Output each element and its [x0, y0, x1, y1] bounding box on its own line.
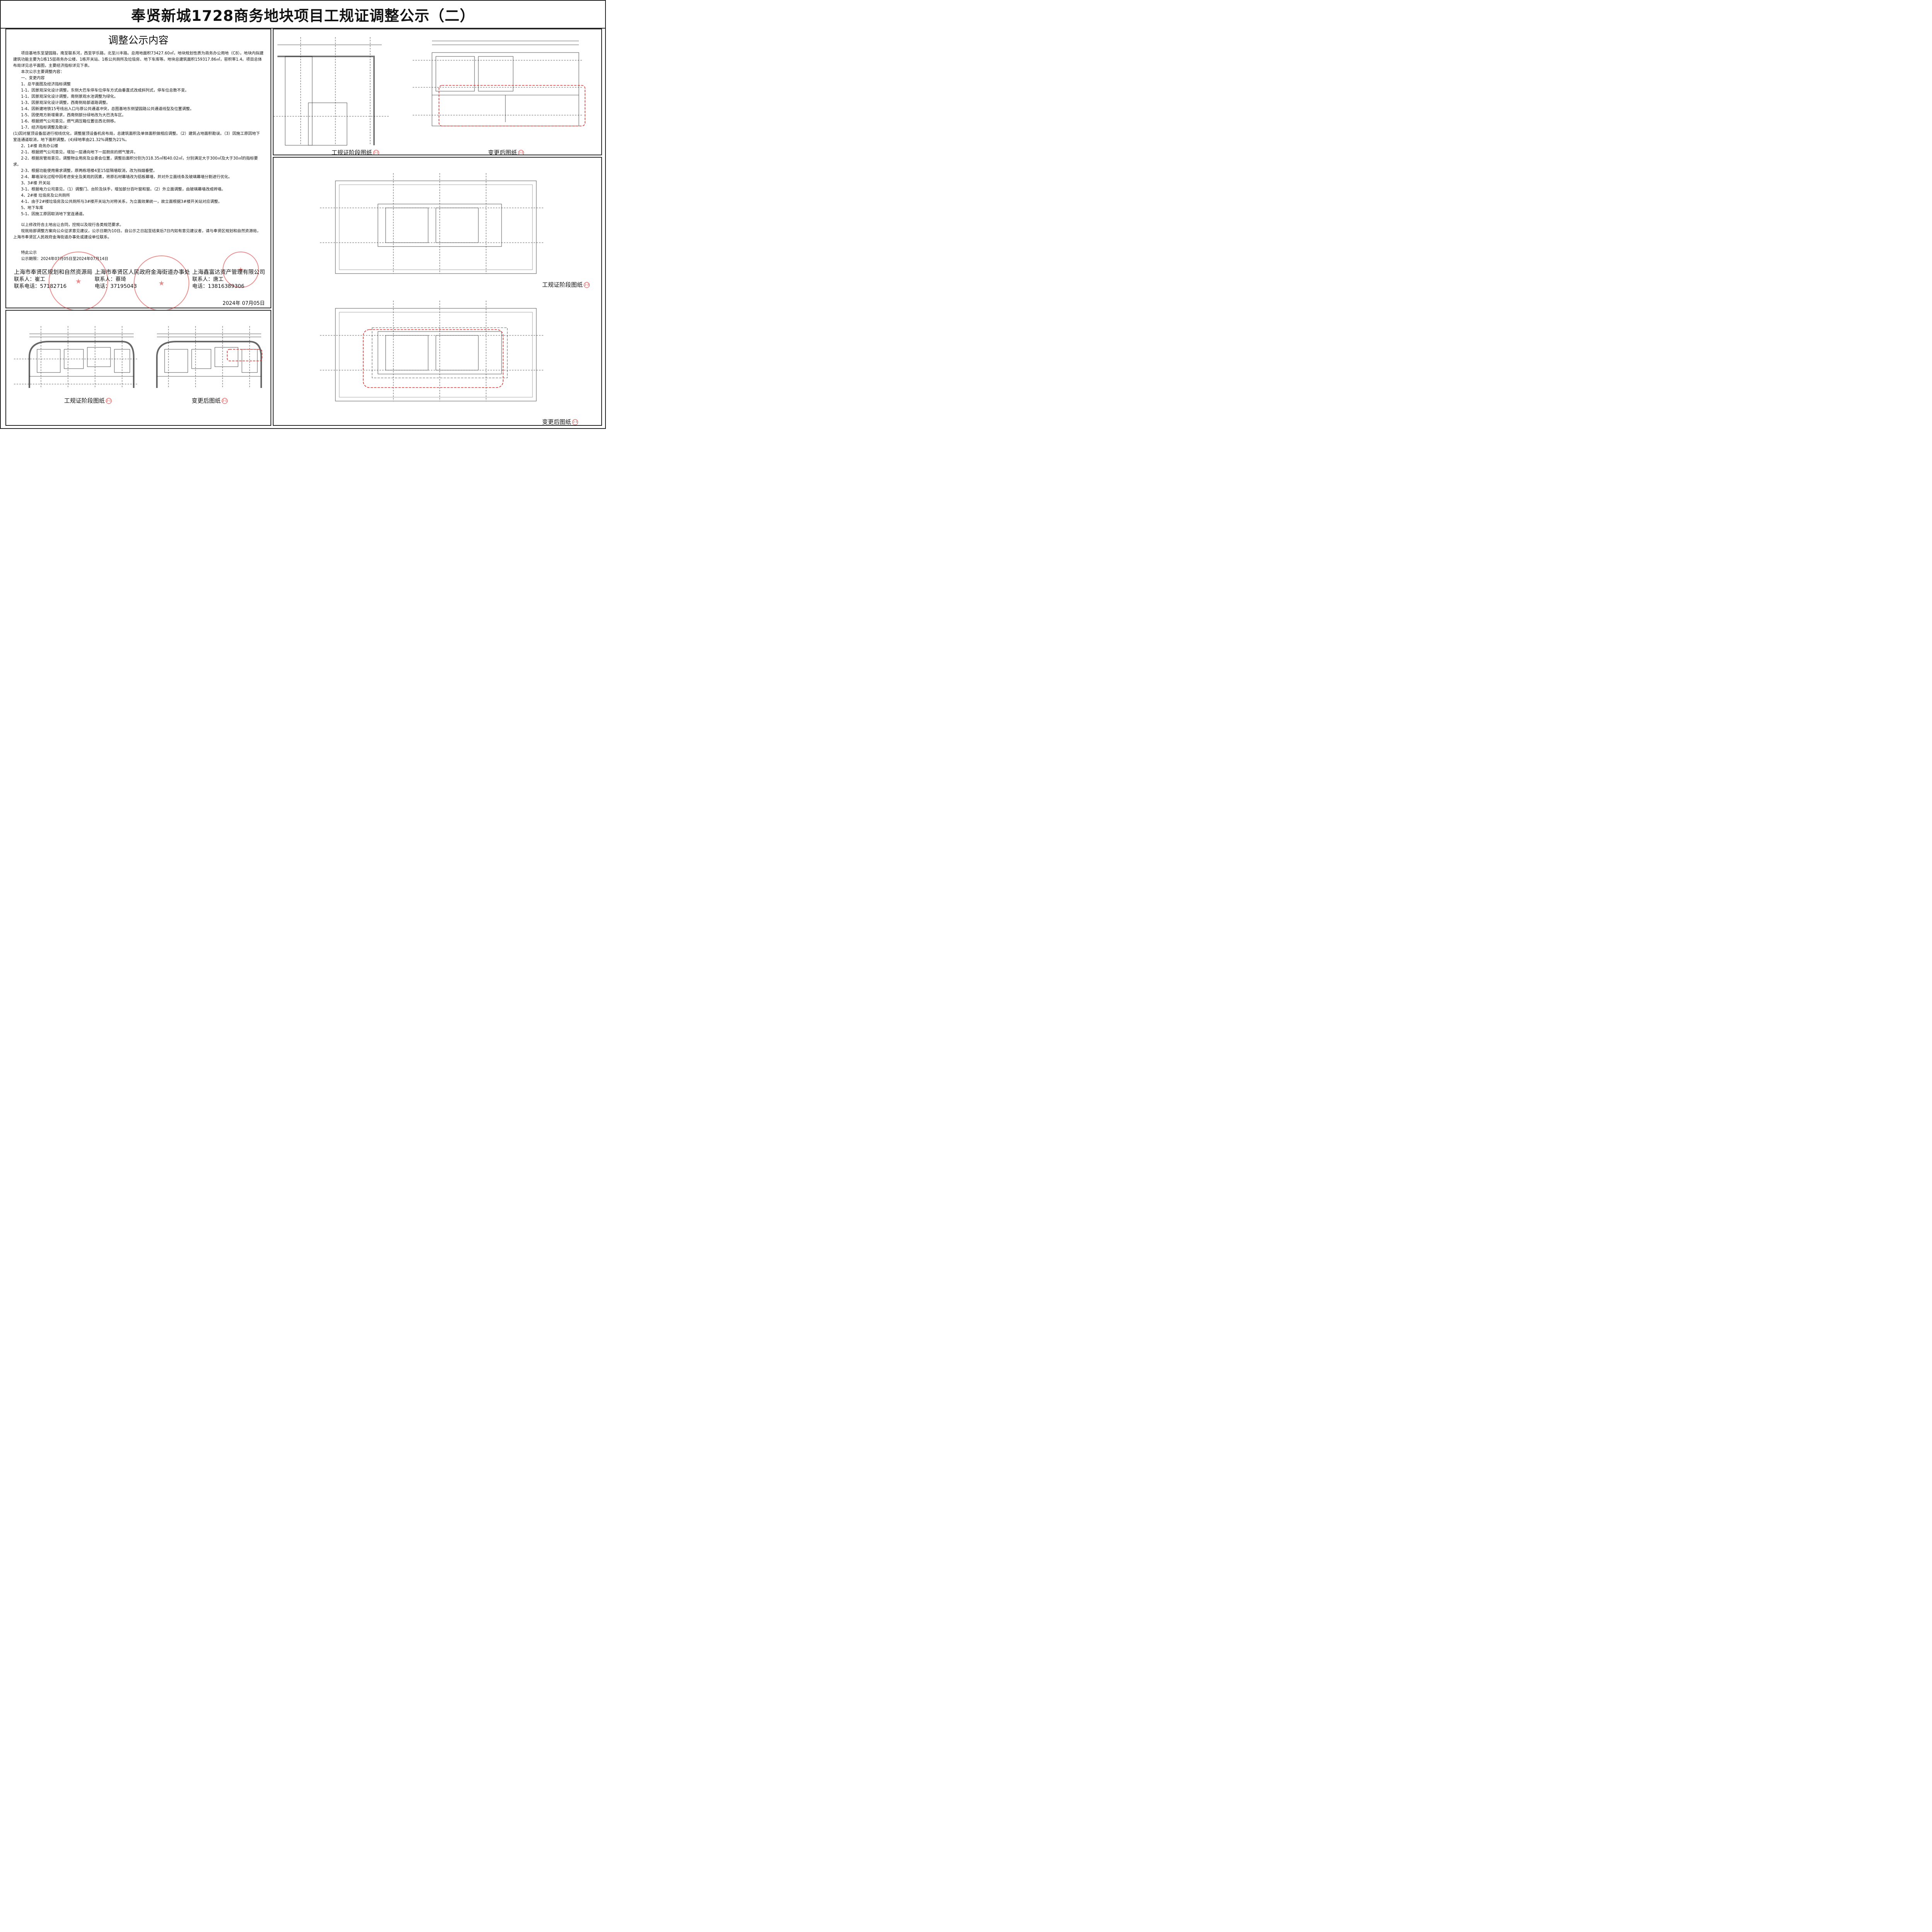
- notice-line: 1、总平面图及经济指标调整: [21, 82, 71, 87]
- floorplan-2-2: [274, 37, 585, 146]
- notice-line: 3-1、根据电力公司意见，（1）调整门、台阶及扶手，增加部分百叶窗和窗。（2）外…: [21, 187, 226, 192]
- notice-line: 1-1、因景观深化设计调整，南侧景观水池调整为绿化。: [21, 95, 118, 99]
- notice-line: 2、1#楼 商务办公楼: [21, 144, 58, 148]
- notice-date: 2024年 07月05日: [223, 301, 265, 306]
- notice-solicitation: 现就局部调整方案向公众征求意见建议，公示日期为10日。自公示之日起至结束后7日内…: [13, 229, 261, 240]
- notice-line: 4-1、由于2#楼垃圾房及公共厕所与3#楼开关站为对称关系，为立面效果统一，故立…: [21, 200, 222, 204]
- notice-compliance: 以上修改符合土地出让合同，控规以及现行各类规范要求。: [21, 223, 124, 227]
- signatory-org: 上海市奉贤区规划和自然资源局: [14, 269, 92, 276]
- signatory-contact: 联系人：蔡琦: [95, 276, 126, 282]
- floorplan-2-3: [320, 173, 544, 401]
- signatory-phone: 电话：37195043: [95, 283, 137, 289]
- badge: 2-3: [572, 419, 578, 425]
- notice-body: 项目基地东至望园路，南至联系河，西至学乐路，北至川丰路。总用地面积73427.6…: [13, 51, 264, 262]
- signatory-contact: 联系人：唐工: [192, 276, 224, 282]
- signatory: 上海市奉贤区人民政府金海街道办事处 联系人：蔡琦 电话：37195043: [95, 269, 190, 290]
- notice-line: 4、2#楼 垃圾房及公共厕所: [21, 194, 70, 198]
- notice-main-changes: 本次公示主要调整内容：: [21, 70, 65, 74]
- seal-stamp-3: ★: [223, 252, 259, 288]
- notice-line: 1-4、因新建地铁15号线出入口与原公共通道冲突，总图基地东侧望园路公共通道线型…: [21, 107, 194, 111]
- notice-line: 1-3、因景观深化设计调整，西南侧局部道路调整。: [21, 101, 110, 105]
- notice-line: 一、变更内容: [21, 76, 45, 80]
- badge: 2-2: [373, 150, 379, 155]
- signatory: 上海鑫富达资产管理有限公司 联系人：唐工 电话：13816389306: [192, 269, 265, 290]
- notice-line: 2-2、根据房管局意见，调整物业用房及业委会位置，调整后面积分别为318.35㎡…: [13, 156, 258, 167]
- notice-line: 1-5、因使用方新增需求，西南侧部分绿地改为大巴洗车区。: [21, 113, 126, 117]
- notice-line: 2-3、根据功能使用需求调整，原两栋塔楼4至15层隔墙取消，改为挡烟垂壁。: [21, 169, 157, 173]
- badge: 2-1: [106, 398, 112, 404]
- signatory-phone: 电话：13816389306: [192, 283, 245, 289]
- signatory-org: 上海鑫富达资产管理有限公司: [192, 269, 265, 276]
- notice-line: (1)因对屋顶设备层进行视线优化，调整屋顶设备机房布局，总建筑面积及单体面积做相…: [13, 132, 260, 142]
- notice-line: 5-1、因施工原因取消地下室连通道。: [21, 212, 87, 216]
- notice-heading: 调整公示内容: [108, 35, 168, 46]
- floorplan-2-1-original: [14, 326, 262, 388]
- notice-line: 2-1、根据燃气公司意见，增加一层通向地下一层厨房的燃气管井。: [21, 150, 138, 155]
- notice-line: 1-6、根据燃气公司意见，燃气调压箱位置往西北侧移。: [21, 119, 118, 124]
- badge: 2-1: [222, 398, 228, 404]
- signatories: 上海市奉贤区规划和自然资源局 联系人：崔工 联系电话：57182716 上海市奉…: [14, 269, 265, 290]
- notice-intro: 项目基地东至望园路，南至联系河，西至学乐路，北至川丰路。总用地面积73427.6…: [13, 51, 264, 68]
- notice-line: 5、地下车库: [21, 206, 43, 210]
- signatory-phone: 联系电话：57182716: [14, 283, 67, 289]
- notice-text-panel: 调整公示内容 项目基地东至望园路，南至联系河，西至学乐路，北至川丰路。总用地面积…: [5, 29, 271, 311]
- badge: 2-2: [518, 150, 524, 155]
- signatory: 上海市奉贤区规划和自然资源局 联系人：崔工 联系电话：57182716: [14, 269, 92, 290]
- notice-sheet: 奉贤新城1728商务地块项目工规证调整公示（二） 调整公示内容 项目基地东至望园…: [0, 0, 606, 429]
- notice-line: 3、3#楼 开关站: [21, 181, 51, 185]
- signatory-org: 上海市奉贤区人民政府金海街道办事处: [95, 269, 190, 276]
- badge: 2-3: [584, 282, 590, 288]
- notice-line: 1-7、经济指标调整及勘误：: [21, 126, 71, 130]
- page-title: 奉贤新城1728商务地块项目工规证调整公示（二）: [131, 7, 475, 24]
- signatory-contact: 联系人：崔工: [14, 276, 45, 282]
- notice-special: 特此公示: [21, 251, 37, 255]
- header: 奉贤新城1728商务地块项目工规证调整公示（二）: [1, 1, 605, 29]
- notice-line: 2-4、幕墙深化过程中因考虑安全及美观的因素，将原石材幕墙改为铝板幕墙，并对外立…: [21, 175, 232, 179]
- notice-line: 1-1、因景观深化设计调整，东侧大巴车停车位停车方式由垂直式改成斜列式，停车位总…: [21, 88, 189, 93]
